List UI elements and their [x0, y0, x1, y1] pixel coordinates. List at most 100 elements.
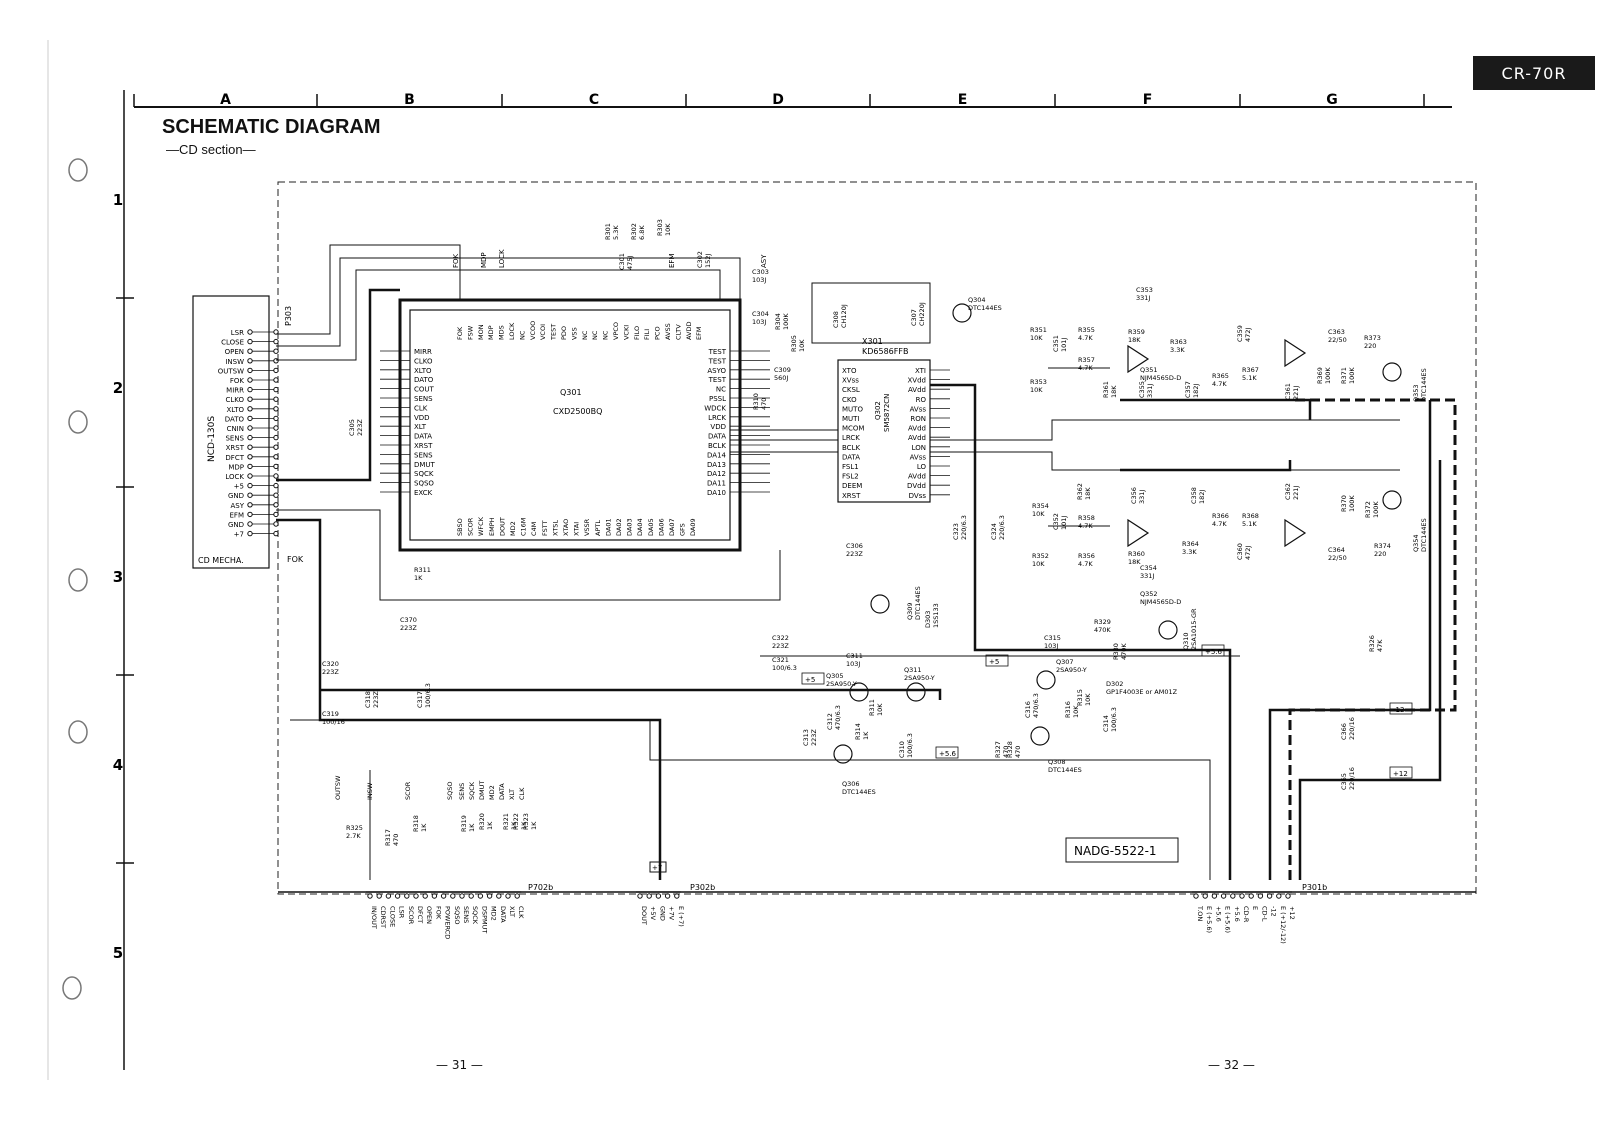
- component-value: 1SS133: [932, 603, 940, 628]
- component-value: 10K: [1084, 693, 1092, 706]
- q302-body: [837, 359, 931, 503]
- x301-ref: X301: [862, 337, 883, 346]
- component-ref: R357: [1078, 356, 1095, 364]
- component-value: 472J: [1244, 546, 1252, 560]
- p702b-pin-label: SENS: [462, 906, 470, 923]
- component-ref: R319: [460, 815, 468, 832]
- component-ref: R325: [346, 824, 363, 832]
- rail-tag-box: [801, 672, 825, 685]
- component-value: 475J: [626, 256, 634, 270]
- q301-bottom-pin: WFCK: [477, 516, 485, 536]
- q301-bottom-pin: VSSR: [583, 518, 591, 536]
- q352-opamp-1: [1127, 518, 1150, 548]
- component-value: 5.3K: [612, 225, 620, 240]
- cd-mecha-pin: [247, 463, 253, 470]
- p301b-pin: [1220, 893, 1227, 899]
- q302-chip: Q302 SM5872CN XTOXVssCKSLCKOMUTOMUTIMCOM…: [811, 282, 950, 503]
- p303-pin: [273, 338, 279, 345]
- q301-top-pin: PDO: [560, 326, 568, 340]
- p302b-pin-label: DOUT: [640, 906, 648, 925]
- q301-body: [409, 309, 731, 541]
- component-ref: R372: [1364, 501, 1372, 518]
- q301-left-pin: CLK: [414, 404, 428, 412]
- component-ref: C302: [696, 251, 704, 268]
- q301-bottom-pin: APTL: [594, 520, 602, 536]
- component-ref: C360: [1236, 543, 1244, 560]
- component-value: 470/6.3: [834, 705, 842, 730]
- q301-right-pins: TESTTESTASYOTESTNCPSSLWDCKLRCKVDDDATABCL…: [704, 348, 770, 497]
- q301-right-pin: WDCK: [704, 404, 726, 412]
- component-ref: R369: [1316, 367, 1324, 384]
- cd-mecha-pin: [247, 367, 253, 374]
- p702b-net-label: SQCK: [468, 781, 476, 800]
- p301b-pin: [1239, 893, 1245, 899]
- component-ref: C366: [1340, 723, 1348, 740]
- component-value: 220: [1374, 550, 1386, 558]
- component-value: 10K: [1032, 560, 1045, 568]
- q302-left-pin: MUTO: [842, 405, 863, 413]
- component-value: 4.7K: [1212, 380, 1227, 388]
- component-ref: C361: [1284, 383, 1292, 400]
- component-value: 47K: [1376, 639, 1384, 652]
- component-value: 100K: [1372, 501, 1380, 518]
- p302b-pin: [674, 893, 680, 899]
- rail-tag-label: +12: [1393, 770, 1408, 778]
- p301b-pin: [1230, 893, 1236, 899]
- q301-bottom-pin: XTAO: [562, 519, 570, 536]
- q309-symbol: [870, 594, 890, 614]
- component-value: 1K: [510, 821, 518, 830]
- component-ref: R358: [1078, 514, 1095, 522]
- component-ref: R362: [1076, 483, 1084, 500]
- cd-mecha-pin-label: XLTO: [226, 406, 244, 414]
- cd-mecha-pin-label: FOK: [230, 377, 245, 385]
- page-number-left: — 31 —: [436, 1058, 483, 1072]
- cd-mecha-connector: NCD-130S CD MECHA. LSRCLOSEOPENINSWOUTSW…: [192, 295, 304, 569]
- cd-mecha-part: NCD-130S: [207, 416, 217, 462]
- rail-tag-label: +5.6: [939, 750, 957, 758]
- component-ref: D303: [924, 611, 932, 628]
- q354-symbol: [1382, 490, 1402, 510]
- cd-mecha-pin-label: CNIN: [227, 425, 244, 433]
- p702b-pin: [367, 893, 373, 899]
- q302-left-pin: CKSL: [842, 386, 860, 394]
- p302b-pin: [664, 893, 671, 899]
- component-ref: C322: [772, 634, 789, 642]
- grid-column-label: F: [1143, 92, 1153, 108]
- component-value: 1K: [468, 823, 476, 832]
- component-value: 220/6.3: [960, 515, 968, 540]
- grid-row-label: 5: [113, 944, 123, 962]
- cd-mecha-pin-label: EFM: [230, 511, 245, 519]
- component-ref: C316: [1024, 701, 1032, 718]
- p702b-pin: [440, 893, 447, 899]
- component-value: 331J: [1138, 490, 1146, 504]
- top-signal-label: EFM: [668, 254, 676, 269]
- component-ref: Q306: [842, 780, 860, 788]
- p702b-pin-label: LSR: [398, 906, 406, 919]
- component-ref: C365: [1340, 773, 1348, 790]
- cd-mecha-pin-label: +7: [234, 531, 244, 539]
- component-value: 470/6.3: [1032, 693, 1040, 718]
- component-value: 152J: [704, 254, 712, 268]
- component-value: DTC144ES: [842, 788, 876, 796]
- component-value: 223Z: [846, 550, 863, 558]
- component-ref: C315: [1044, 634, 1061, 642]
- q302-left-pin: FSL2: [842, 473, 859, 481]
- q302-left-pin: FSL1: [842, 463, 859, 471]
